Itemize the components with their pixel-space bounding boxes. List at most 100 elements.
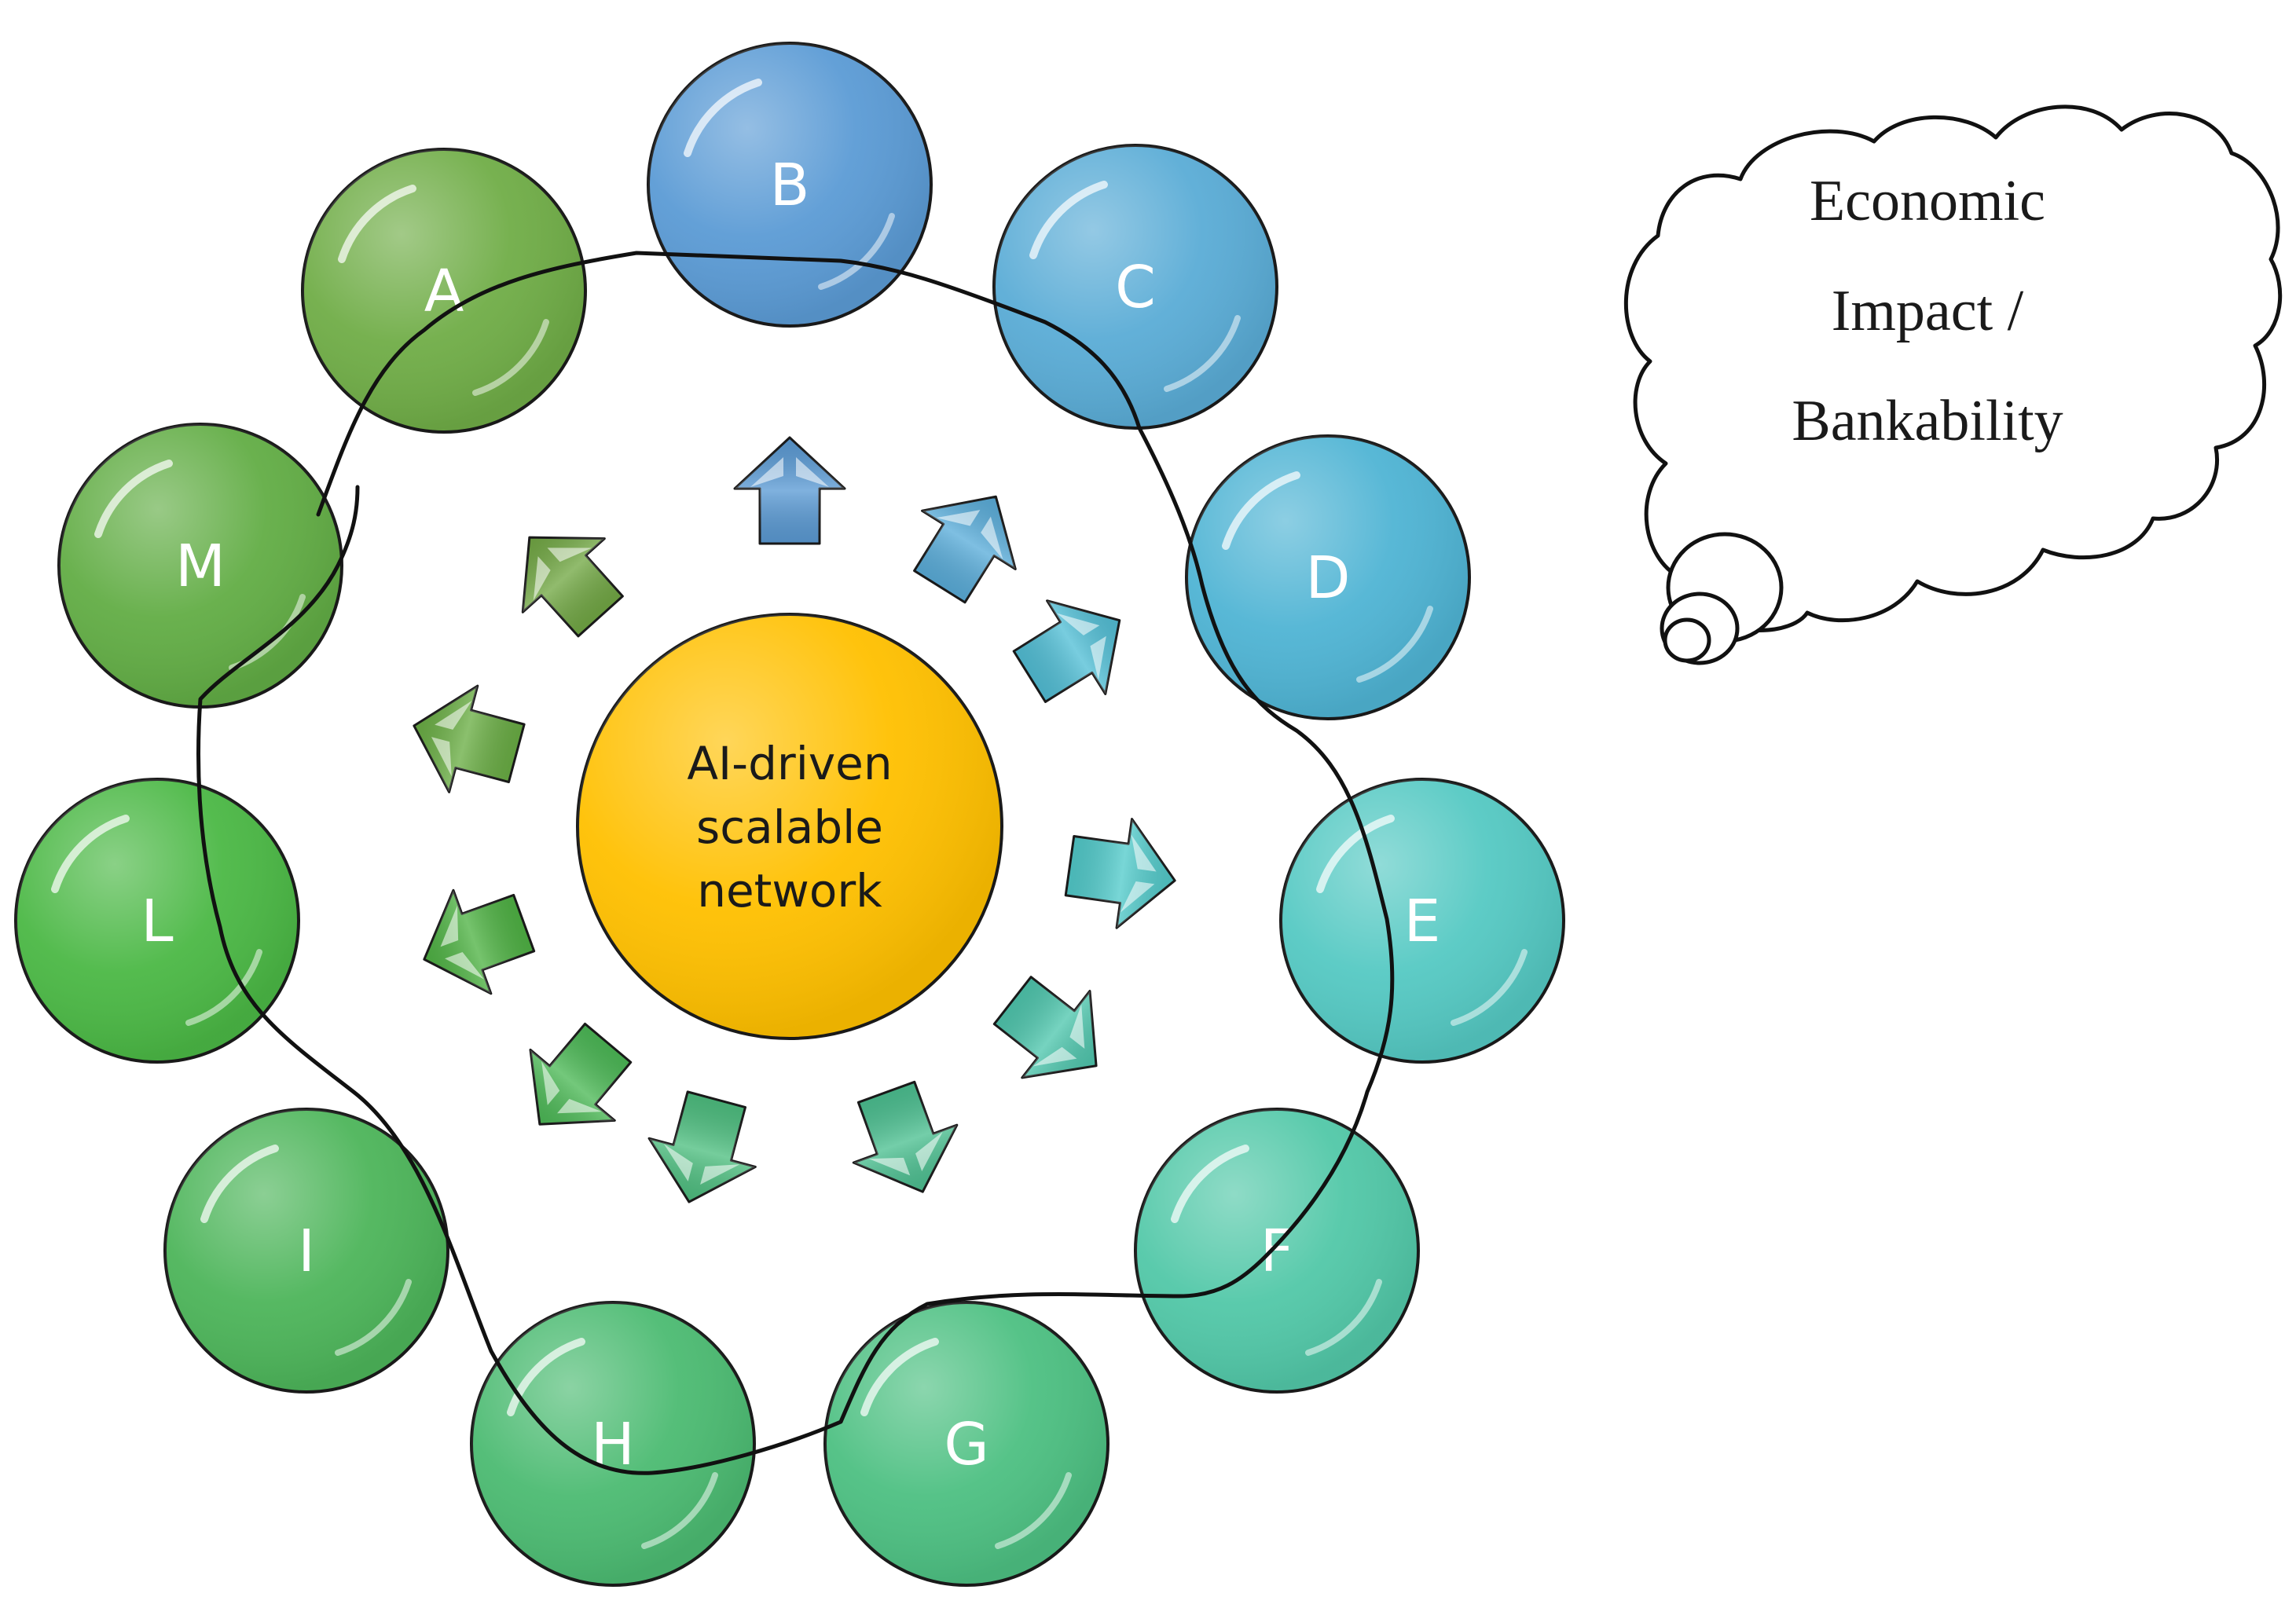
- node-highlight: [507, 1338, 585, 1416]
- node-l: L: [14, 778, 300, 1064]
- node-gloss: [1187, 436, 1469, 719]
- nodes-group: A B C D E F G H I L M: [14, 42, 1565, 1587]
- node-highlight: [818, 213, 895, 290]
- center-label-line-2: scalable: [696, 800, 883, 854]
- node-m: M: [57, 423, 343, 709]
- arrows-group: [413, 436, 1176, 1203]
- node-label: E: [1404, 888, 1441, 955]
- node-highlight: [1451, 949, 1528, 1026]
- node-highlight: [185, 949, 262, 1026]
- node-label: F: [1260, 1218, 1294, 1285]
- node-label: M: [175, 533, 226, 600]
- node-highlight: [472, 319, 549, 396]
- node-gloss: [1135, 1109, 1418, 1392]
- arrow-shade: [1014, 600, 1120, 702]
- node-label: B: [770, 152, 810, 219]
- arrow-sheen: [440, 905, 485, 980]
- node-label: L: [141, 888, 173, 955]
- arrow-shade: [1065, 819, 1176, 929]
- node-highlight: [1164, 315, 1241, 392]
- arrow-shade: [424, 890, 534, 994]
- arrow: [913, 495, 1017, 604]
- arrow-sheen: [1032, 1004, 1085, 1067]
- center-label-line-1: AI-driven: [687, 737, 892, 790]
- node-a: A: [301, 148, 587, 434]
- node-highlight: [1029, 181, 1108, 259]
- arrow: [1012, 599, 1121, 703]
- node-highlight: [1356, 606, 1433, 683]
- node-f: F: [1134, 1108, 1420, 1394]
- arrow-sheen: [1056, 613, 1106, 680]
- arrow-shade: [649, 1091, 756, 1203]
- arrow: [852, 1080, 959, 1193]
- node-e: E: [1279, 778, 1565, 1064]
- arrow-sheen: [868, 1131, 943, 1176]
- arrow-shade: [523, 537, 623, 636]
- arrow: [733, 436, 846, 545]
- arrow-sheen: [750, 457, 829, 487]
- thought-cloud: Economic Impact / Bankability: [1623, 104, 2283, 665]
- node-label: H: [591, 1411, 635, 1478]
- arrow: [1064, 818, 1176, 929]
- node-highlight: [94, 460, 173, 538]
- node-d: D: [1185, 434, 1471, 720]
- node-highlight: [684, 79, 762, 157]
- node-highlight: [1222, 471, 1300, 550]
- arrow-sheen: [541, 1060, 602, 1114]
- arrow-shade: [735, 438, 845, 544]
- node-c: C: [992, 144, 1278, 430]
- arrow-sheen: [431, 700, 472, 777]
- arrow-shade: [994, 976, 1097, 1078]
- arrow: [521, 536, 624, 638]
- arrow-sheen: [1120, 834, 1157, 913]
- arrow: [647, 1090, 757, 1203]
- node-highlight: [1305, 1279, 1382, 1356]
- node-gloss: [16, 779, 299, 1062]
- center-gloss: [578, 614, 1002, 1038]
- node-label: D: [1306, 544, 1351, 612]
- thought-bubble-small: [1663, 617, 1711, 663]
- node-highlight: [335, 1279, 412, 1356]
- node-highlight: [641, 1472, 718, 1549]
- arrow: [992, 976, 1098, 1079]
- node-gloss: [165, 1109, 448, 1392]
- arrow: [423, 888, 536, 995]
- cloud-label-line-1: Economic: [1810, 169, 2045, 233]
- node-highlight: [1171, 1145, 1249, 1223]
- node-gloss: [303, 149, 585, 432]
- arrow: [529, 1022, 633, 1126]
- node-label: G: [944, 1411, 988, 1478]
- center-label-line-3: network: [697, 864, 882, 918]
- node-gloss: [59, 424, 342, 707]
- node-label: I: [298, 1218, 315, 1285]
- node-gloss: [1281, 779, 1564, 1062]
- arrow: [413, 684, 526, 793]
- cloud-label-line-2: Impact /: [1832, 279, 2024, 343]
- node-label: C: [1115, 254, 1156, 321]
- node-g: G: [823, 1301, 1109, 1587]
- node-gloss: [994, 145, 1277, 428]
- node-gloss: [825, 1302, 1108, 1585]
- arrow-sheen: [533, 548, 592, 601]
- node-gloss: [471, 1302, 754, 1585]
- hand-drawn-loop: [196, 251, 1395, 1475]
- node-i: I: [163, 1108, 449, 1394]
- node-b: B: [647, 42, 933, 328]
- node-h: H: [470, 1301, 756, 1587]
- node-highlight: [338, 185, 416, 263]
- arrow-shade: [914, 496, 1016, 603]
- node-highlight: [1316, 815, 1395, 893]
- node-highlight: [995, 1472, 1072, 1549]
- node-highlight: [200, 1145, 279, 1223]
- center-node: AI-driven scalable network: [576, 613, 1003, 1040]
- node-highlight: [860, 1338, 939, 1416]
- arrow-shade: [413, 686, 525, 793]
- arrow-sheen: [663, 1144, 740, 1185]
- cloud-label-line-3: Bankability: [1792, 389, 2063, 453]
- arrow-sheen: [936, 510, 1003, 560]
- cloud-shape: [1623, 104, 2283, 632]
- node-highlight: [51, 815, 130, 893]
- arrow-shade: [853, 1082, 957, 1192]
- arrow-shade: [530, 1024, 631, 1125]
